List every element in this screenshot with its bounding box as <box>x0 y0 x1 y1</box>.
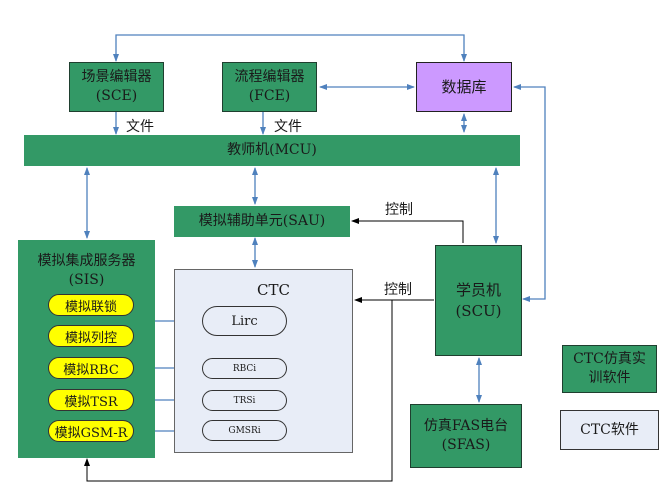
fce-title: 流程编辑器 <box>234 69 305 86</box>
sis-abbr: (SIS) <box>68 271 105 288</box>
arrow-scu-sau-control <box>351 218 464 243</box>
control-label-sau: 控制 <box>385 202 413 218</box>
arrow-scu-db <box>513 84 546 302</box>
database-node: 数据库 <box>416 62 512 112</box>
ctc-item-rbci: RBCi <box>202 358 287 379</box>
fce-file-label: 文件 <box>274 119 302 135</box>
arrow-db-to-sce <box>113 34 467 62</box>
sau-label: 模拟辅助单元(SAU) <box>198 213 326 230</box>
legend-ctc-software: CTC软件 <box>560 410 659 450</box>
aux-unit-node: 模拟辅助单元(SAU) <box>174 206 350 237</box>
sis-title: 模拟集成服务器 <box>37 253 136 269</box>
sis-item-interlock: 模拟联锁 <box>48 294 134 316</box>
flow-editor-node: 流程编辑器 (FCE) <box>222 62 317 112</box>
sis-item-gsmr: 模拟GSM-R <box>48 420 134 442</box>
sis-item-rbc: 模拟RBC <box>48 357 134 379</box>
ctc-title: CTC <box>257 281 290 299</box>
legend-green-line1: CTC仿真实 <box>573 351 646 368</box>
legend-green-line2: 训软件 <box>588 370 631 386</box>
ctc-item-trsi: TRSi <box>202 390 287 411</box>
mcu-label: 教师机(MCU) <box>227 142 317 159</box>
legend-training-software: CTC仿真实 训软件 <box>562 345 657 393</box>
legend-light-label: CTC软件 <box>580 421 639 438</box>
arrow-control-sis <box>84 300 393 482</box>
sce-title: 场景编辑器 <box>81 69 152 86</box>
sce-abbr: (SCE) <box>95 88 138 104</box>
sis-item-tsr: 模拟TSR <box>48 389 134 411</box>
ctc-item-gmsri: GMSRi <box>202 420 287 441</box>
sce-file-label: 文件 <box>126 119 154 135</box>
sfas-abbr: (SFAS) <box>441 437 491 453</box>
control-label-ctc: 控制 <box>384 282 412 298</box>
scu-abbr: (SCU) <box>455 301 502 320</box>
sfas-title: 仿真FAS电台 <box>423 418 509 435</box>
sis-item-train-control: 模拟列控 <box>48 325 134 347</box>
student-machine-node: 学员机 (SCU) <box>435 245 522 356</box>
db-label: 数据库 <box>441 77 487 96</box>
ctc-item-lirc: Lirc <box>202 306 287 336</box>
scu-title: 学员机 <box>455 281 501 300</box>
fas-radio-node: 仿真FAS电台 (SFAS) <box>410 404 522 468</box>
teacher-machine-node: 教师机(MCU) <box>24 135 520 166</box>
fce-abbr: (FCE) <box>248 88 291 104</box>
scene-editor-node: 场景编辑器 (SCE) <box>69 62 164 112</box>
